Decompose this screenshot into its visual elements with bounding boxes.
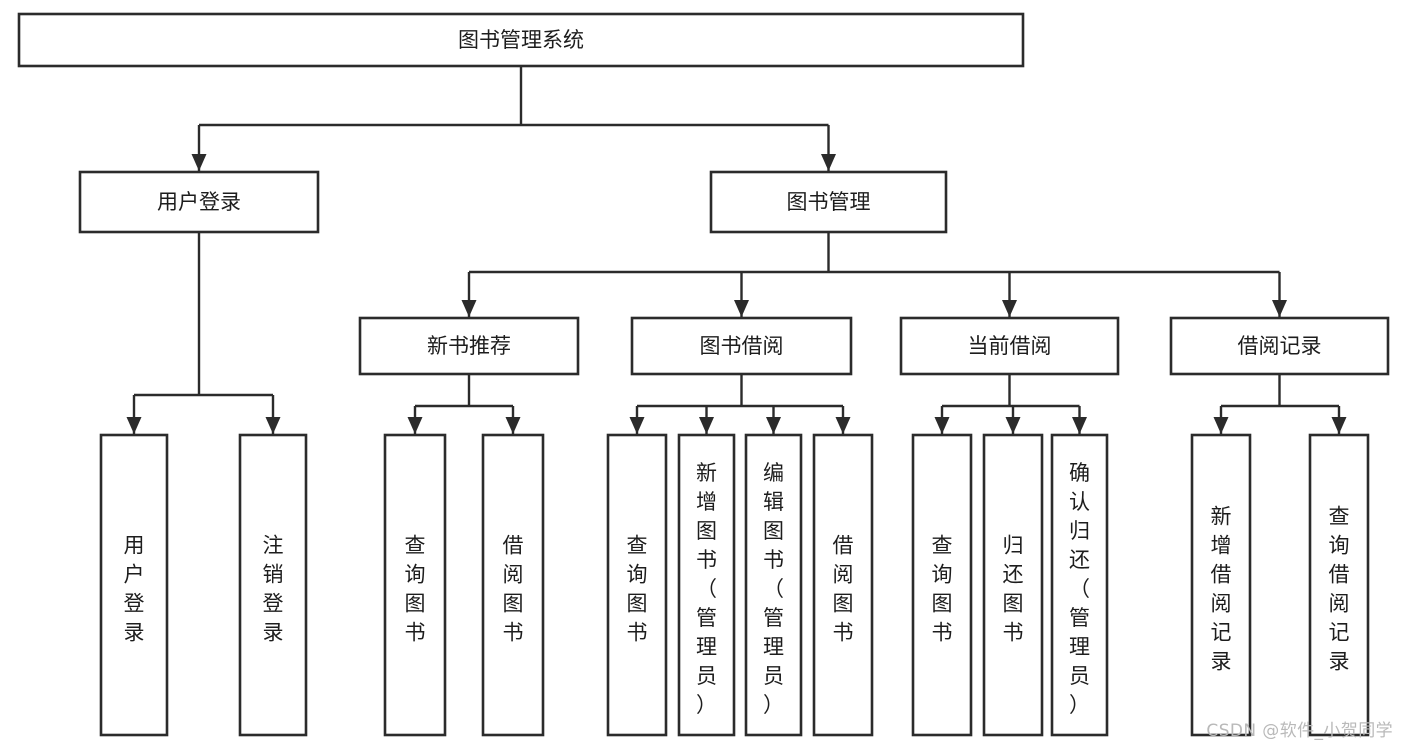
node-leaf-borrow-book-rec[interactable]: 借阅图书 [481,433,545,737]
node-leaf-query-book-current-label: 查询图书 [932,534,953,645]
node-book-borrow[interactable]: 图书借阅 [630,316,853,376]
node-leaf-add-book-label: 新增图书（管理员） [696,461,717,717]
current-borrow-to-leaves-arrow-icon-2 [1072,417,1087,434]
root-to-level2-arrow-icon-1 [821,154,836,171]
book-borrow-to-leaves-arrow-icon-2 [766,417,781,434]
node-leaf-query-book-rec-rect [383,433,447,737]
book-borrow-to-leaves-arrow-icon-1 [699,417,714,434]
node-leaf-borrow-book-rec-label: 借阅图书 [503,534,524,645]
node-leaf-query-book-rec-label: 查询图书 [405,534,426,645]
node-leaf-add-record[interactable]: 新增借阅记录 [1190,433,1252,737]
node-leaf-edit-book-rect [744,433,803,737]
node-book-borrow-rect [630,316,853,376]
node-leaf-return-book[interactable]: 归还图书 [982,433,1044,737]
node-leaf-borrow-book-rec-rect [481,433,545,737]
borrow-record-to-leaves-arrow-icon-0 [1213,417,1229,434]
node-leaf-borrow-book-rect [812,433,874,737]
node-leaf-user-login-label: 用户登录 [124,534,145,645]
node-leaf-edit-book-label: 编辑图书（管理员） [763,461,784,717]
borrow-record-to-leaves-arrow-icon-1 [1331,417,1347,434]
bookmanage-to-level3-arrow-icon-3 [1272,300,1287,317]
node-leaf-query-book-borrow-label: 查询图书 [627,534,648,645]
node-leaf-edit-book[interactable]: 编辑图书（管理员） [744,433,803,737]
node-leaf-query-record[interactable]: 查询借阅记录 [1308,433,1370,737]
node-current-borrow-rect [899,316,1120,376]
new-book-rec-to-leaves-arrow-icon-1 [505,417,521,434]
bookmanage-to-level3-arrow-icon-0 [461,300,477,317]
node-leaf-query-record-label: 查询借阅记录 [1329,505,1350,674]
node-leaf-query-book-borrow[interactable]: 查询图书 [606,433,668,737]
node-leaf-user-logout-label: 注销登录 [263,534,284,645]
current-borrow-to-leaves-arrow-icon-0 [934,417,950,434]
new-book-rec-to-leaves-arrow-icon-0 [407,417,423,434]
node-borrow-record[interactable]: 借阅记录 [1169,316,1390,376]
book-borrow-to-leaves-arrow-icon-3 [835,417,851,434]
node-borrow-record-label: 借阅记录 [1238,334,1322,358]
node-borrow-record-rect [1169,316,1390,376]
node-leaf-return-book-rect [982,433,1044,737]
node-leaf-add-book[interactable]: 新增图书（管理员） [677,433,736,737]
node-user-login-rect [78,170,320,234]
node-user-login[interactable]: 用户登录 [78,170,320,234]
root-to-level2-arrow-icon-0 [191,154,207,171]
node-current-borrow-label: 当前借阅 [968,334,1052,358]
node-user-login-label: 用户登录 [157,190,241,214]
node-new-book-rec[interactable]: 新书推荐 [358,316,580,376]
node-leaf-user-logout-rect [238,433,308,737]
node-leaf-query-record-rect [1308,433,1370,737]
current-borrow-to-leaves-arrow-icon-1 [1005,417,1021,434]
node-leaf-confirm-return[interactable]: 确认归还（管理员） [1050,433,1109,737]
node-leaf-add-record-label: 新增借阅记录 [1211,505,1232,674]
node-leaf-query-book-current-rect [911,433,973,737]
node-book-manage-label: 图书管理 [787,190,871,214]
watermark-label: CSDN @软件_小贺同学 [1206,721,1393,741]
node-book-manage[interactable]: 图书管理 [709,170,948,234]
node-root-system-label: 图书管理系统 [458,28,584,52]
node-new-book-rec-rect [358,316,580,376]
node-current-borrow[interactable]: 当前借阅 [899,316,1120,376]
node-leaf-add-book-rect [677,433,736,737]
node-leaf-query-book-rec[interactable]: 查询图书 [383,433,447,737]
bookmanage-to-level3-arrow-icon-1 [734,300,749,317]
node-leaf-query-book-current[interactable]: 查询图书 [911,433,973,737]
node-leaf-user-login[interactable]: 用户登录 [99,433,169,737]
node-leaf-user-login-rect [99,433,169,737]
node-root-system[interactable]: 图书管理系统 [17,12,1025,68]
node-leaf-query-book-borrow-rect [606,433,668,737]
node-leaf-confirm-return-label: 确认归还（管理员） [1069,461,1090,717]
node-leaf-borrow-book-label: 借阅图书 [833,534,854,645]
node-leaf-return-book-label: 归还图书 [1003,534,1024,645]
node-leaf-confirm-return-rect [1050,433,1109,737]
node-leaf-user-logout[interactable]: 注销登录 [238,433,308,737]
node-book-borrow-label: 图书借阅 [700,334,784,358]
node-leaf-add-record-rect [1190,433,1252,737]
node-root-system-rect [17,12,1025,68]
node-leaf-borrow-book[interactable]: 借阅图书 [812,433,874,737]
user-login-to-leaves-arrow-icon-0 [126,417,142,434]
node-new-book-rec-label: 新书推荐 [427,334,511,358]
book-borrow-to-leaves-arrow-icon-0 [629,417,645,434]
node-book-manage-rect [709,170,948,234]
bookmanage-to-level3-arrow-icon-2 [1002,300,1017,317]
user-login-to-leaves-arrow-icon-1 [265,417,281,434]
